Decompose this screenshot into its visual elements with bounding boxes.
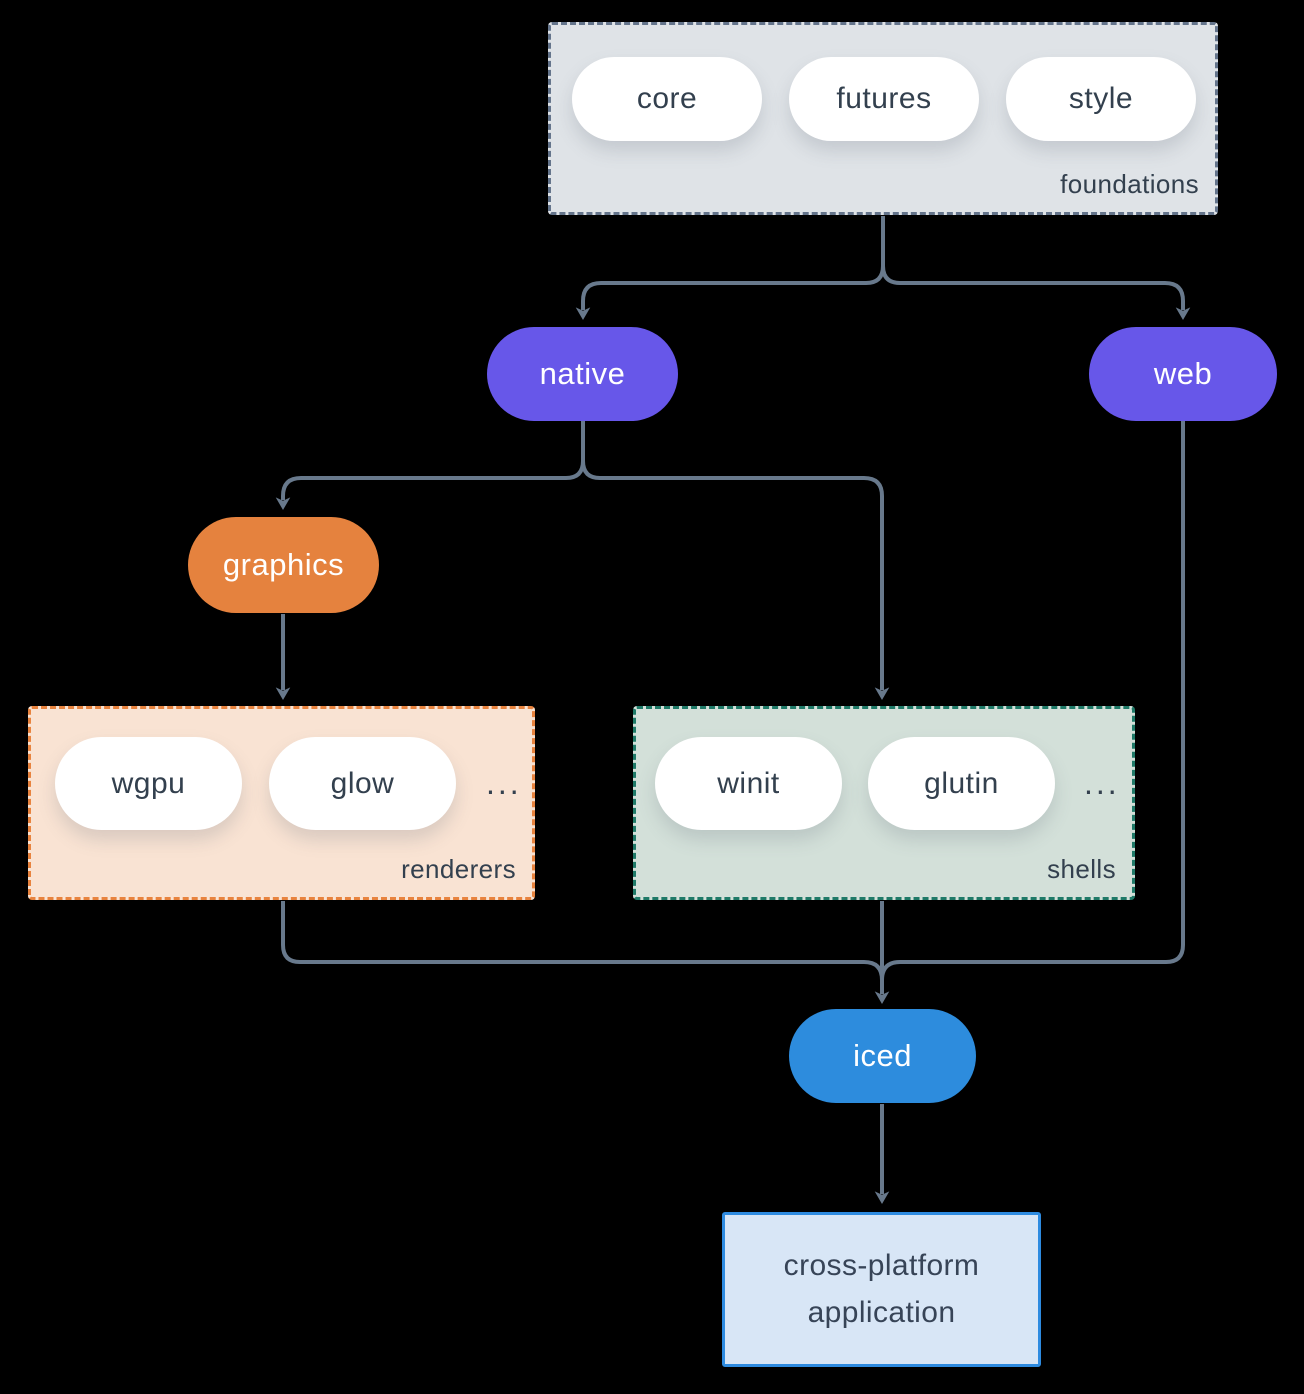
foundations-pill-row: core futures style xyxy=(551,25,1215,141)
node-glow: glow xyxy=(269,737,456,830)
foundations-label: foundations xyxy=(1060,169,1199,199)
node-style: style xyxy=(1006,57,1196,141)
cross-platform-application-box: cross-platform application xyxy=(722,1212,1041,1367)
shells-ellipsis: ... xyxy=(1084,765,1120,801)
node-core: core xyxy=(572,57,762,141)
application-label-line2: application xyxy=(807,1295,956,1329)
edge-native-graphics xyxy=(275,460,585,510)
shells-label: shells xyxy=(1047,854,1116,884)
edge-foundations-web xyxy=(881,265,1191,320)
renderers-label: renderers xyxy=(401,854,516,884)
node-iced: iced xyxy=(789,1009,976,1103)
node-wgpu: wgpu xyxy=(55,737,242,830)
renderers-pill-row: wgpu glow ... xyxy=(31,709,532,830)
node-native: native xyxy=(487,327,678,421)
renderers-ellipsis: ... xyxy=(486,765,522,801)
edge-native-shells xyxy=(581,460,890,700)
foundations-group: core futures style foundations xyxy=(548,22,1218,215)
node-futures: futures xyxy=(789,57,979,141)
node-glutin: glutin xyxy=(868,737,1055,830)
shells-group: winit glutin ... shells xyxy=(633,706,1135,900)
shells-pill-row: winit glutin ... xyxy=(636,709,1132,830)
edge-foundations-native xyxy=(575,265,885,320)
node-winit: winit xyxy=(655,737,842,830)
application-label-line1: cross-platform xyxy=(783,1249,980,1282)
renderers-group: wgpu glow ... renderers xyxy=(28,706,535,900)
edge-renderers-merge xyxy=(281,901,884,981)
node-graphics: graphics xyxy=(188,517,379,613)
node-web: web xyxy=(1089,327,1277,421)
